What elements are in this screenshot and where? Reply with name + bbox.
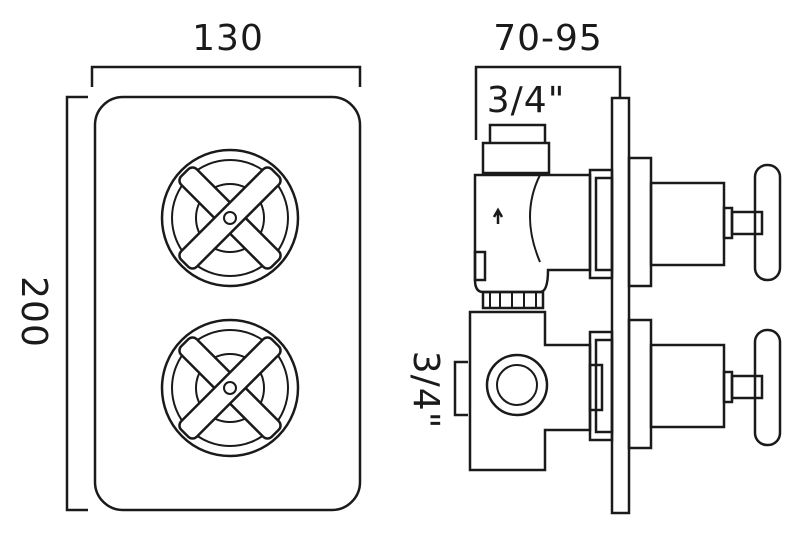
side-depth-dimension-line	[474, 65, 622, 140]
lower-cartridge	[588, 318, 782, 450]
upper-cross-handle	[160, 148, 300, 288]
upper-side-handle	[753, 163, 782, 282]
lower-cross-handle	[160, 318, 300, 458]
lower-side-handle	[753, 328, 782, 447]
valve-body-lower	[468, 310, 604, 472]
side-outlet	[485, 353, 549, 417]
front-height-label: 200	[13, 276, 54, 348]
valve-body-upper	[473, 141, 592, 310]
side-view: 70-95 3/4" 3/4"	[405, 18, 782, 515]
front-height-dimension-line	[65, 95, 88, 512]
front-width-label: 130	[192, 18, 264, 59]
inlet-dimension-line	[488, 123, 547, 143]
inlet-size-label: 3/4"	[487, 80, 566, 121]
wall-plate	[610, 96, 631, 515]
outlet-dimension-line	[453, 360, 468, 417]
faceplate	[93, 95, 362, 512]
front-width-dimension-line	[90, 65, 362, 87]
outlet-size-label: 3/4"	[405, 351, 446, 430]
flow-arrow-icon	[492, 207, 504, 224]
side-depth-label: 70-95	[493, 18, 603, 59]
front-view: 130 200	[13, 18, 362, 512]
upper-cartridge	[588, 156, 782, 288]
